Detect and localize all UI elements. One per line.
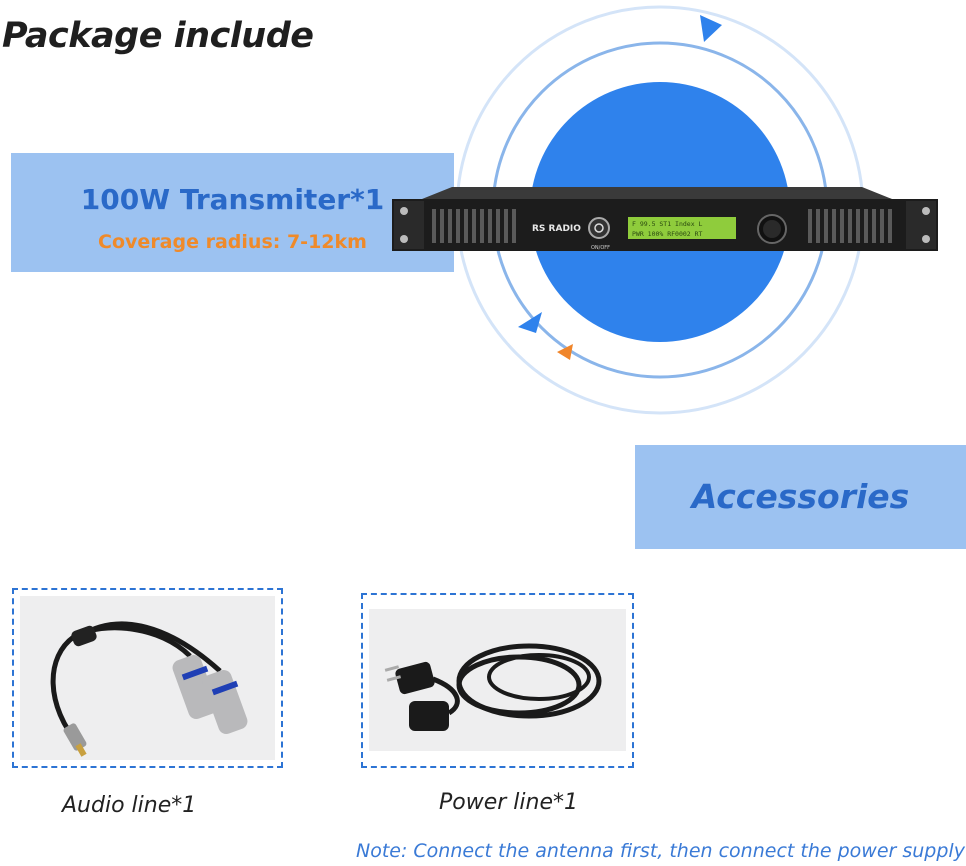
transmitter-panel: 100W Transmiter*1 Coverage radius: 7-12k…: [11, 153, 454, 272]
product-name: 100W Transmiter*1: [80, 183, 385, 216]
right-vent: [808, 209, 892, 243]
left-vent: [432, 209, 516, 243]
brand-logo: RS RADIO: [532, 224, 581, 234]
arrow-top-icon: [700, 15, 722, 42]
audio-line-box: [12, 588, 283, 768]
power-button[interactable]: [588, 217, 610, 239]
power-line-caption: Power line*1: [439, 790, 578, 815]
power-line-photo: [369, 609, 626, 751]
power-label: ON/OFF: [591, 245, 610, 251]
coverage-text: Coverage radius: 7-12km: [98, 231, 367, 253]
note-text: Note: Connect the antenna first, then co…: [356, 840, 965, 862]
audio-line-photo: [20, 596, 275, 760]
lcd-display: [628, 217, 736, 239]
arrow-left-icon: [518, 312, 542, 333]
accessories-panel: Accessories: [635, 445, 966, 549]
audio-line-caption: Audio line*1: [62, 793, 197, 818]
page-title: Package include: [2, 16, 314, 56]
lcd-line-2: PWR 100% RF0002 RT: [632, 230, 703, 238]
arrow-orange-icon: [557, 344, 573, 360]
audio-cable-image: [50, 621, 248, 757]
lcd-line-1: F 99.5 ST1 Index L: [632, 220, 703, 228]
accessories-title: Accessories: [691, 477, 910, 516]
power-cable-image: [384, 643, 602, 731]
power-line-box: [361, 593, 634, 768]
transmitter-device: RS RADIO ON/OFF F 99.5 ST1 Index L PWR 1…: [392, 187, 938, 251]
power-icon: [594, 223, 604, 233]
